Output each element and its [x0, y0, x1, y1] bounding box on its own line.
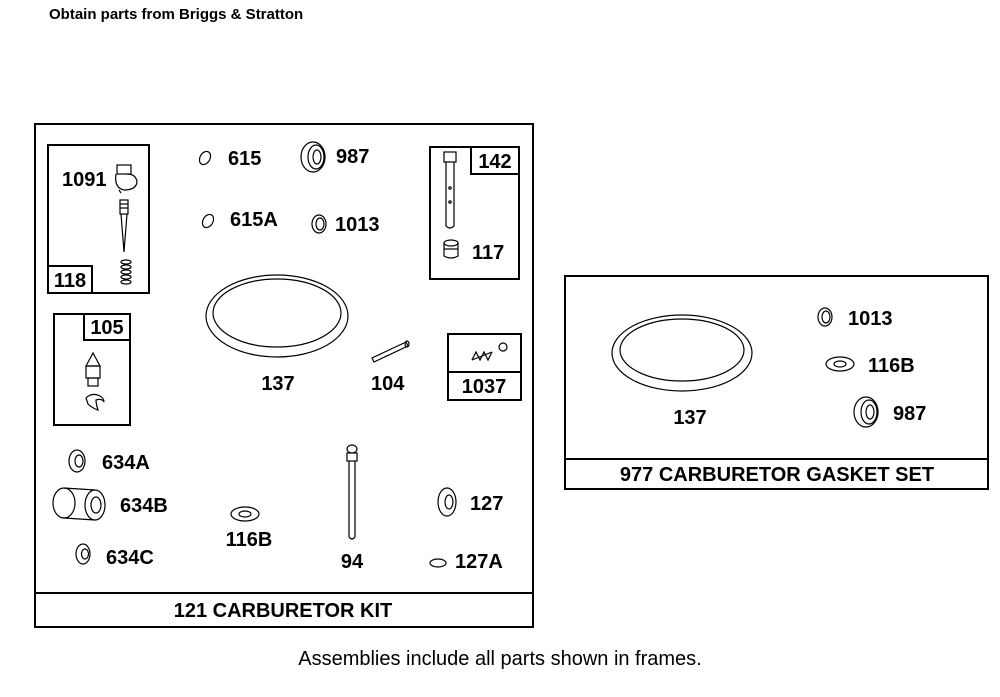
part-needle-valve-icon [119, 199, 129, 253]
gasket-137-icon [611, 314, 753, 392]
page-header: Obtain parts from Briggs & Stratton [49, 6, 304, 23]
part-104-icon [371, 340, 410, 363]
gasket-label-987: 987 [893, 403, 926, 425]
carburetor-kit-title: 121 CARBURETOR KIT [174, 600, 393, 622]
gasket-987-icon [853, 396, 879, 428]
part-label-615A: 615A [230, 209, 278, 231]
gasket-1013-icon [817, 307, 833, 327]
part-117-icon [443, 239, 459, 259]
subassembly-1037-label: 1037 [462, 376, 507, 398]
part-label-116B: 116B [226, 529, 273, 551]
part-142-tube-icon [443, 151, 457, 229]
subassembly-118-label: 118 [54, 270, 86, 292]
part-1037-spring-icon [471, 342, 508, 362]
carburetor-kit-frame: 121 CARBURETOR KIT [34, 123, 534, 628]
page-footer: Assemblies include all parts shown in fr… [298, 648, 702, 670]
subassembly-1037-frame: 1037 [447, 333, 522, 401]
subassembly-105-label: 105 [90, 317, 123, 339]
part-105-clip-icon [85, 393, 105, 411]
part-label-634B: 634B [120, 495, 168, 517]
part-634A-icon [68, 449, 86, 473]
part-634C-icon [75, 543, 91, 565]
part-label-1013: 1013 [335, 214, 380, 236]
part-94-icon [346, 444, 358, 540]
part-label-94: 94 [341, 551, 364, 573]
part-label-117: 117 [472, 242, 504, 264]
subassembly-118-frame: 118 [47, 144, 150, 294]
part-1013-icon [311, 214, 327, 234]
part-label-1091: 1091 [62, 169, 107, 191]
part-634B-icon [52, 487, 106, 521]
part-label-137: 137 [261, 373, 294, 395]
part-127-icon [437, 487, 457, 517]
part-label-127: 127 [470, 493, 503, 515]
part-label-104: 104 [371, 373, 405, 395]
gasket-label-1013: 1013 [848, 308, 893, 330]
gasket-116B-icon [825, 356, 855, 372]
part-127A-icon [429, 558, 447, 568]
subassembly-142-frame: 142 [429, 146, 520, 280]
part-label-634A: 634A [102, 452, 150, 474]
subassembly-142-label: 142 [478, 151, 511, 173]
part-label-615: 615 [228, 148, 261, 170]
part-spring-icon [120, 259, 132, 285]
part-105-needle-icon [84, 351, 102, 387]
gasket-label-116B: 116B [868, 355, 915, 377]
part-label-127A: 127A [455, 551, 503, 573]
part-137-gasket-icon [205, 274, 349, 358]
gasket-set-frame: 977 CARBURETOR GASKET SET [564, 275, 989, 490]
part-1091-icon [115, 164, 138, 194]
gasket-set-title: 977 CARBURETOR GASKET SET [620, 464, 934, 486]
part-label-987: 987 [336, 146, 369, 168]
part-116B-icon [230, 506, 260, 522]
gasket-label-137: 137 [673, 407, 706, 429]
part-615-icon [198, 150, 212, 166]
part-label-634C: 634C [106, 547, 154, 569]
part-987-icon [300, 141, 326, 173]
subassembly-105-frame: 105 [53, 313, 131, 426]
part-615A-icon [201, 213, 215, 229]
